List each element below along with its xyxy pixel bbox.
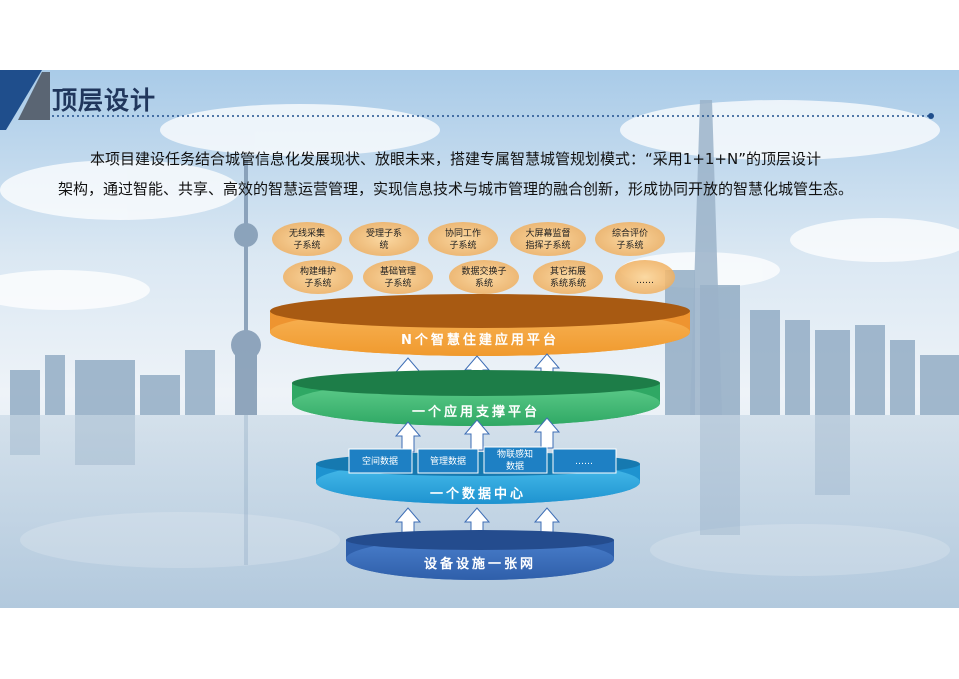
bubble (533, 260, 603, 294)
bubble (349, 222, 419, 256)
bubble (449, 260, 519, 294)
intro-line-2: 架构，通过智能、共享、高效的智慧运营管理，实现信息技术与城市管理的融合创新，形成… (58, 180, 854, 198)
bubble-row-1: 无线采集 子系统 受理子系 统 协同工作 子系统 大屏幕监督 指挥子系统 综合评… (272, 222, 665, 256)
layer-label-network: 设备设施一张网 (424, 556, 536, 572)
bubble-label: 数据交换子 (461, 265, 506, 277)
data-box (348, 448, 413, 474)
bubble (363, 260, 433, 294)
slide-header (0, 0, 959, 70)
layer-app-platforms: N个智慧住建应用平台 (270, 294, 690, 356)
bubble (615, 260, 675, 294)
bubble (595, 222, 665, 256)
bubble-label: 统 (379, 239, 388, 251)
layer-label-app: N个智慧住建应用平台 (401, 332, 559, 348)
bubble-label: …… (636, 276, 654, 286)
bubble-label: 指挥子系统 (525, 239, 570, 251)
layer-support-platform: 一个应用支撑平台 (292, 370, 660, 426)
title-accent-blue (0, 70, 42, 130)
data-box-label: 空间数据 (362, 455, 398, 467)
layer-label-support: 一个应用支撑平台 (412, 404, 540, 420)
data-box (552, 448, 617, 474)
slide-canvas: 顶层设计 本项目建设任务结合城管信息化发展现状、放眼未来，搭建专属智慧城管规划模… (0, 70, 959, 608)
bubble-label: 受理子系 (366, 227, 402, 239)
bubble-label: 子系统 (384, 277, 411, 289)
intro-line-1: 本项目建设任务结合城管信息化发展现状、放眼未来，搭建专属智慧城管规划模式：“采用… (90, 150, 821, 168)
bubble-label: 大屏幕监督 (525, 227, 570, 239)
bubble (510, 222, 586, 256)
data-boxes: 空间数据 管理数据 物联感知 数据 …… (348, 446, 617, 474)
data-box-label: …… (575, 457, 593, 467)
title-accent-gray (18, 72, 50, 120)
up-arrow (533, 417, 561, 449)
bubble-label: 基础管理 (380, 265, 416, 277)
data-box (483, 446, 548, 474)
up-arrow (394, 421, 422, 453)
bubble (428, 222, 498, 256)
bubble-label: 子系统 (616, 239, 643, 251)
bubble-row-2: 构建维护 子系统 基础管理 子系统 数据交换子 系统 其它拓展 系统系统 …… (283, 260, 675, 294)
data-box-label: 管理数据 (430, 455, 466, 467)
bubble-label: 子系统 (293, 239, 320, 251)
bubble-label: 系统 (475, 277, 493, 289)
bubble (272, 222, 342, 256)
bubble-label: 系统系统 (550, 277, 586, 289)
data-box (417, 448, 479, 474)
architecture-diagram: 无线采集 子系统 受理子系 统 协同工作 子系统 大屏幕监督 指挥子系统 综合评… (270, 222, 690, 580)
bubble-label: 构建维护 (300, 265, 336, 277)
page-title: 顶层设计 (52, 86, 157, 115)
data-box-label: 物联感知 (497, 448, 533, 460)
title-bar (0, 70, 934, 130)
bubble (283, 260, 353, 294)
bubble-label: 综合评价 (612, 227, 648, 239)
bubble-label: 子系统 (449, 239, 476, 251)
bubble-label: 协同工作 (445, 227, 481, 239)
bubble-label: 其它拓展 (550, 265, 586, 277)
header-decoration (0, 0, 959, 70)
bubble-label: 子系统 (304, 277, 331, 289)
up-arrow (463, 419, 491, 451)
layer-device-network: 设备设施一张网 (346, 530, 614, 580)
layer-label-data: 一个数据中心 (430, 486, 526, 502)
bubble-label: 无线采集 (289, 227, 325, 239)
data-box-label: 数据 (506, 460, 524, 472)
arrow-group-2 (394, 417, 561, 453)
intro-paragraph: 本项目建设任务结合城管信息化发展现状、放眼未来，搭建专属智慧城管规划模式：“采用… (58, 144, 918, 204)
divider-end-dot (928, 113, 934, 119)
